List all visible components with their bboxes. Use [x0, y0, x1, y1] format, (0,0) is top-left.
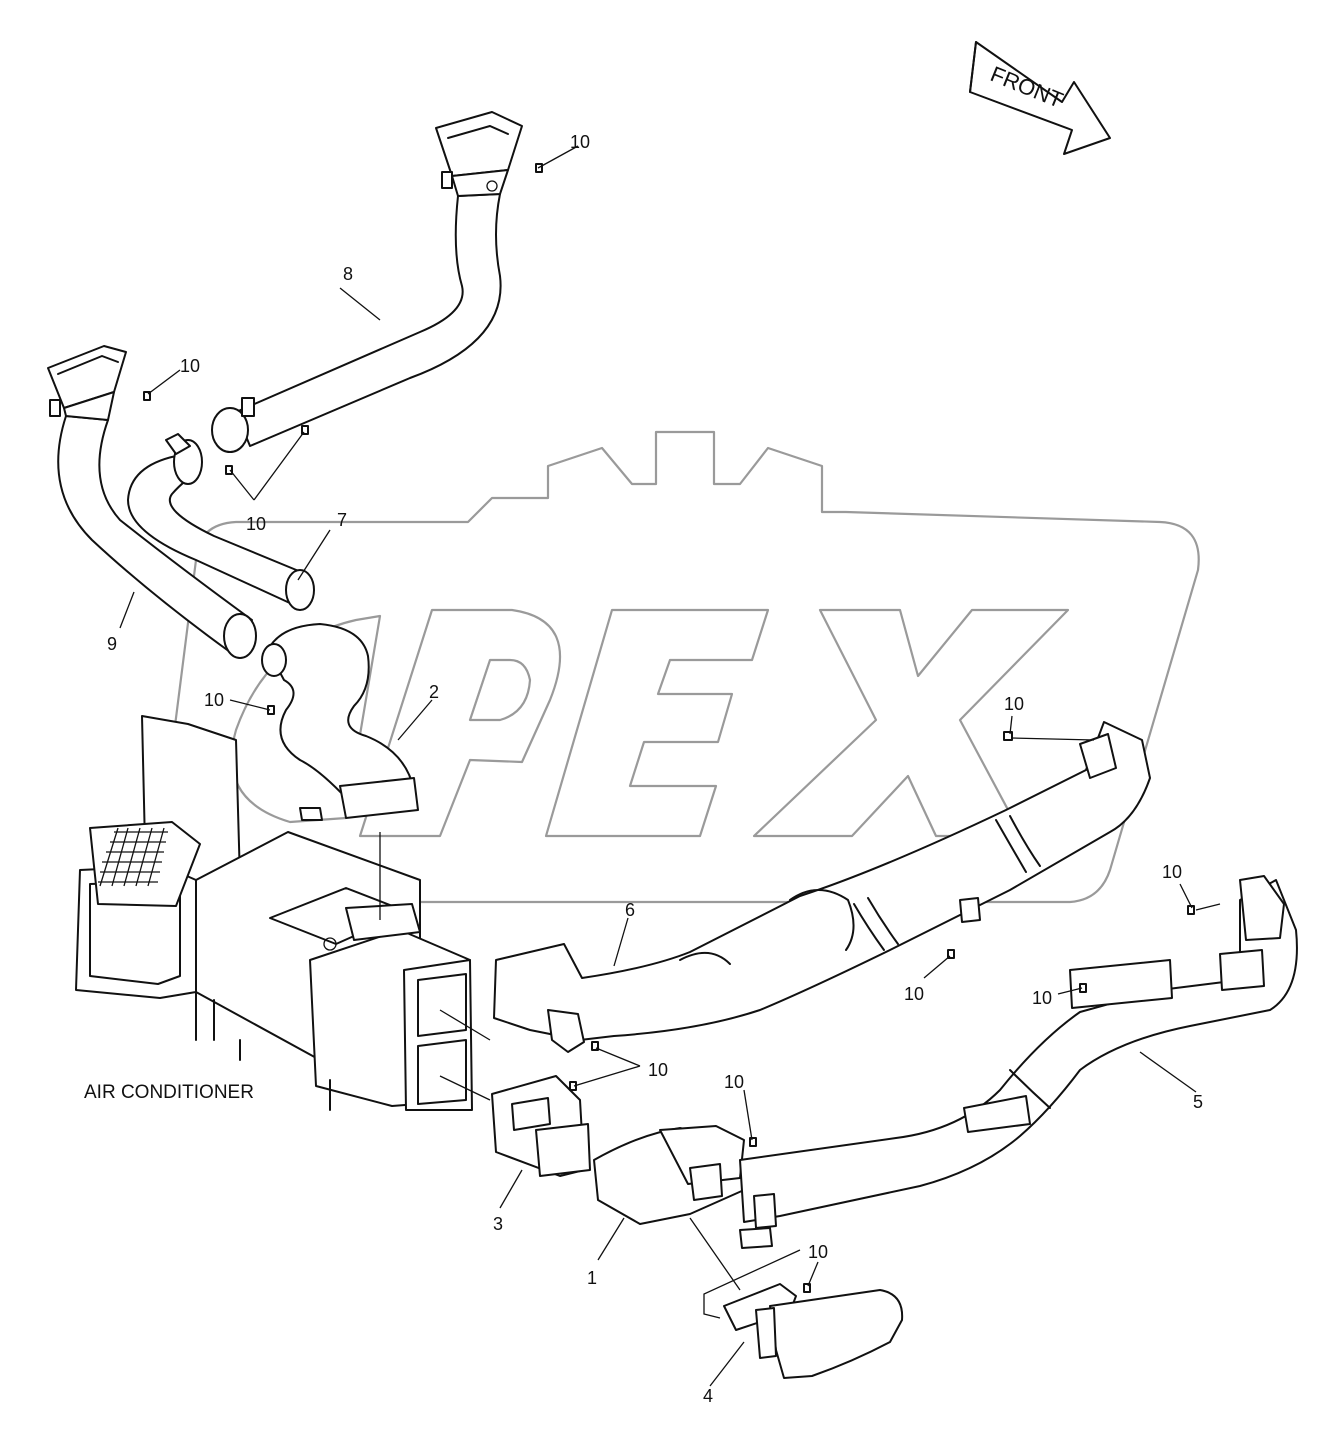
- callout-10: 10: [724, 1072, 744, 1092]
- callout-labels: 1 2 3 4 5 6 7 8 9 10 10 10 10 10 10 10 1…: [107, 132, 1203, 1406]
- callout-10: 10: [246, 514, 266, 534]
- vent-grille: [98, 827, 168, 887]
- callout-6: 6: [625, 900, 635, 920]
- duct-8: [211, 111, 523, 453]
- duct-5: [739, 875, 1298, 1249]
- callout-10: 10: [808, 1242, 828, 1262]
- screw-icon: [225, 465, 233, 475]
- callout-10: 10: [180, 356, 200, 376]
- callout-10: 10: [1004, 694, 1024, 714]
- part-4: [723, 1283, 904, 1379]
- screw-icon: [749, 1137, 757, 1147]
- callout-10: 10: [204, 690, 224, 710]
- callout-1: 1: [587, 1268, 597, 1288]
- callout-9: 9: [107, 634, 117, 654]
- callout-8: 8: [343, 264, 353, 284]
- leader-lines: [119, 145, 1221, 1387]
- callout-10: 10: [1162, 862, 1182, 882]
- front-arrow-icon: FRONT: [969, 41, 1111, 155]
- screw-icon: [1079, 983, 1087, 993]
- callout-10: 10: [1032, 988, 1052, 1008]
- air-conditioner-unit: [75, 715, 473, 1111]
- screw-icon: [569, 1081, 577, 1091]
- callout-10: 10: [648, 1060, 668, 1080]
- callout-4: 4: [703, 1386, 713, 1406]
- air-conditioner-label: AIR CONDITIONER: [84, 1082, 254, 1103]
- screw-icon: [803, 1283, 811, 1293]
- callout-3: 3: [493, 1214, 503, 1234]
- callout-5: 5: [1193, 1092, 1203, 1112]
- callout-2: 2: [429, 682, 439, 702]
- duct-7: [127, 433, 315, 611]
- callout-7: 7: [337, 510, 347, 530]
- part-1: [593, 1125, 745, 1225]
- screw-icon: [267, 705, 275, 715]
- callout-10: 10: [904, 984, 924, 1004]
- screw-icon: [1187, 905, 1195, 915]
- callout-10: 10: [570, 132, 590, 152]
- screw-icon: [1003, 731, 1013, 741]
- part-3: [491, 1075, 591, 1177]
- duct-9: [47, 345, 257, 659]
- duct-2: [261, 623, 419, 821]
- duct-6: [493, 721, 1151, 1053]
